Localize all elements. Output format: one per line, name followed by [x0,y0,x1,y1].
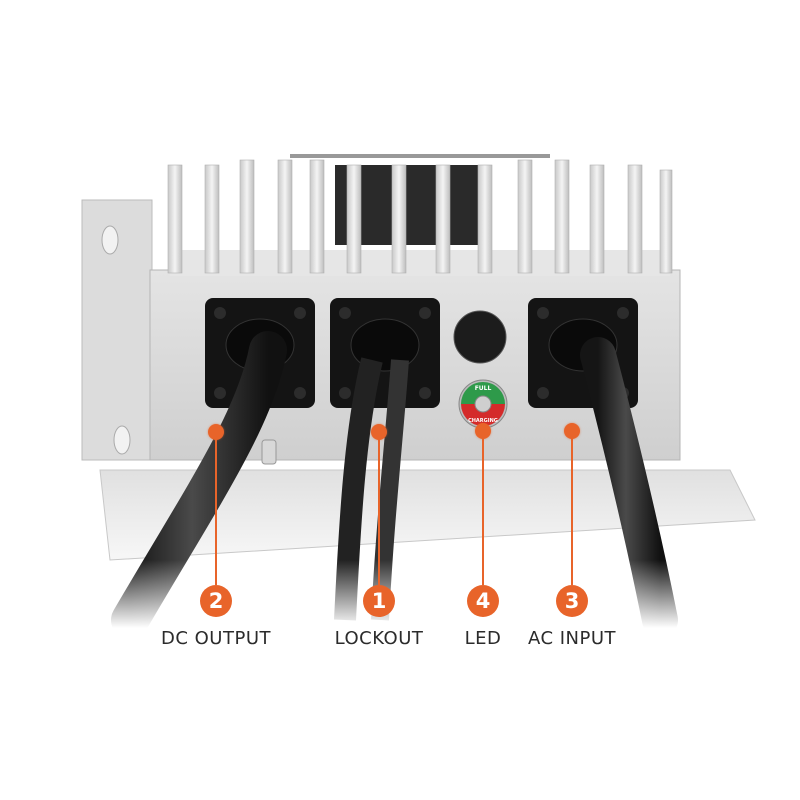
callout-line-ac-input [571,431,573,585]
callout-label-dc-output: DC OUTPUT [160,628,272,649]
callout-badge-ac-input: 3 [556,585,588,617]
callout-badge-dc-output: 2 [200,585,232,617]
callout-label-ac-input: AC INPUT [527,628,617,649]
callout-line-lockout [378,432,380,585]
callout-label-lockout: LOCKOUT [334,628,424,649]
callout-dot-ac-input [564,423,580,439]
callout-badge-led: 4 [467,585,499,617]
svg-text:CHARGING: CHARGING [468,418,498,424]
callout-dot-dc-output [208,424,224,440]
bottom-fade [0,560,800,640]
callout-dot-lockout [371,424,387,440]
callout-line-dc-output [215,432,217,585]
callout-dot-led [475,423,491,439]
callout-badge-lockout: 1 [363,585,395,617]
callout-label-led: LED [464,628,502,649]
callout-line-led [482,431,484,585]
svg-text:FULL: FULL [475,385,492,392]
